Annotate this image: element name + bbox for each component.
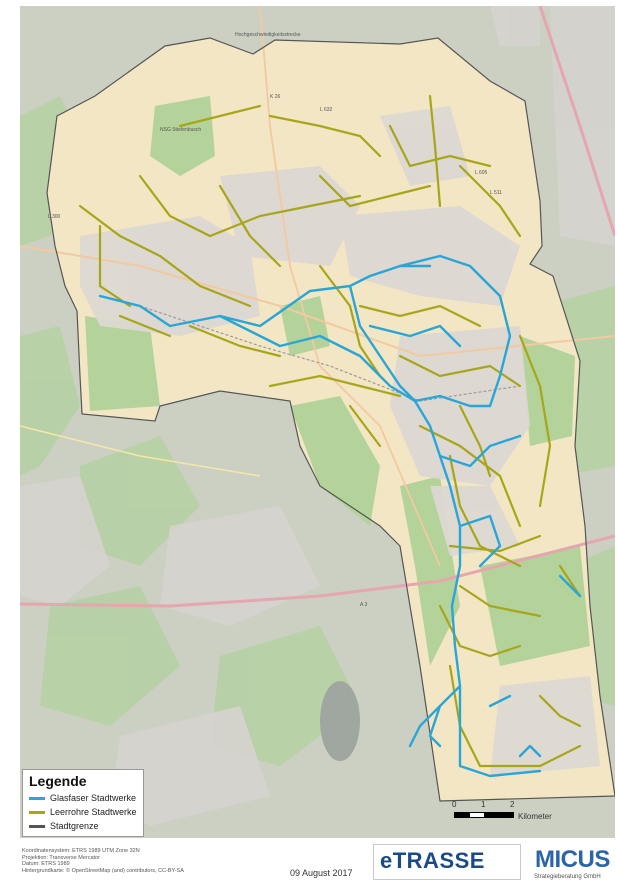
scale-tick-label: 2	[510, 800, 515, 809]
inside-urban	[80, 106, 600, 776]
map-label: L 511	[490, 190, 502, 196]
legend-item-label: Leerrohre Stadtwerke	[50, 807, 137, 817]
map-label: L 632	[320, 107, 333, 113]
footer: Koordinatensystem: ETRS 1989 UTM Zone 32…	[0, 842, 617, 893]
fiber-network	[98, 254, 582, 778]
scale-bar: 0 1 2 Kilometer	[450, 800, 610, 828]
metadata-line: Koordinatensystem: ETRS 1989 UTM Zone 32…	[22, 848, 140, 854]
scale-tick-label: 1	[481, 800, 486, 809]
etrasse-logo-text: eTRASSE	[380, 848, 485, 873]
map-label: NSG Stiefenbusch	[160, 127, 201, 133]
map-label: L 605	[475, 170, 488, 176]
legend-item: Stadtgrenze	[29, 819, 137, 833]
map-label: Hochgeschwindigkeitsstrecke	[235, 32, 301, 38]
map-label: A 3	[360, 602, 367, 608]
legend-item-label: Glasfaser Stadtwerke	[50, 793, 137, 803]
map-date: 09 August 2017	[290, 868, 353, 878]
scale-ticks: 0 1 2	[450, 800, 610, 810]
inside-forests	[85, 96, 590, 666]
municipal-boundary	[46, 37, 615, 802]
scale-tick-label: 0	[452, 800, 457, 809]
legend-item: Glasfaser Stadtwerke	[29, 791, 137, 805]
map-labels: Hochgeschwindigkeitsstrecke NSG Stiefenb…	[48, 32, 502, 608]
map-canvas[interactable]: Hochgeschwindigkeitsstrecke NSG Stiefenb…	[20, 6, 615, 838]
metadata-line: Datum: ETRS 1989	[22, 861, 70, 867]
etrasse-logo: eTRASSE	[373, 844, 521, 880]
conduit-network	[78, 94, 582, 768]
fiber-swatch-icon	[29, 796, 45, 800]
scale-unit: Kilometer	[518, 812, 552, 821]
metadata-line: Projektion: Transverse Mercator	[22, 854, 100, 861]
metadata-line: Hintergrundkarte: © OpenStreetMap (and) …	[22, 867, 184, 874]
micus-tagline: Strategieberatung GmbH	[534, 874, 601, 880]
conduit-swatch-icon	[29, 810, 45, 814]
legend-title: Legende	[29, 773, 87, 789]
boundary-swatch-icon	[29, 824, 45, 828]
map-legend: Legende Glasfaser Stadtwerke Leerrohre S…	[22, 769, 144, 837]
legend-item: Leerrohre Stadtwerke	[29, 805, 137, 819]
legend-item-label: Stadtgrenze	[50, 821, 99, 831]
map-label: K 26	[270, 94, 281, 100]
lake-shape	[320, 681, 360, 761]
map-label: L 300	[48, 214, 61, 220]
scale-bar-graphic	[454, 812, 514, 818]
map-metadata: Koordinatensystem: ETRS 1989 UTM Zone 32…	[22, 848, 184, 874]
micus-logo: MICUS	[535, 846, 610, 873]
